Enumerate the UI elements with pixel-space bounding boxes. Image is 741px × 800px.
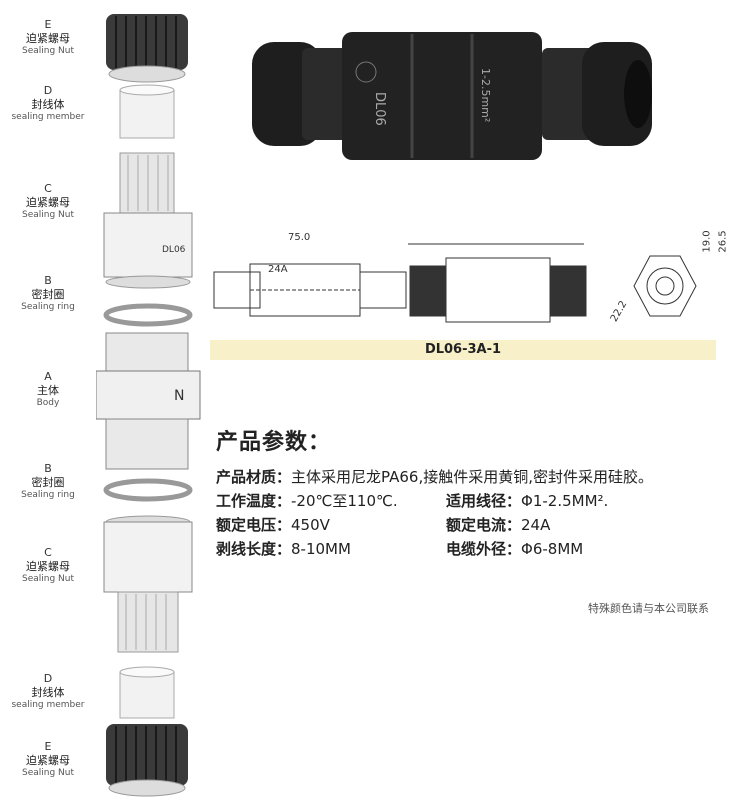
spec-strip: 剥线长度：8-10MM — [216, 538, 351, 559]
label-part-b-bottom: B 密封圈 Sealing ring — [0, 462, 96, 501]
part-name-zh: 迫紧螺母 — [26, 753, 70, 767]
spec-strip-label: 剥线长度： — [216, 540, 292, 558]
spec-wire: 适用线径：Φ1-2.5MM². — [446, 490, 608, 511]
part-name-zh: 密封圈 — [31, 475, 65, 489]
spec-material-value: 主体采用尼龙PA66,接触件采用黄铜,密封件采用硅胶。 — [291, 468, 653, 486]
label-part-c-top: C 迫紧螺母 Sealing Nut — [0, 182, 96, 221]
label-part-e-top: E 迫紧螺母 Sealing Nut — [0, 18, 96, 57]
label-part-d-bottom: D 封线体 sealing member — [0, 672, 96, 711]
label-part-b-top: B 密封圈 Sealing ring — [0, 274, 96, 313]
sealing-nut-c-bottom — [103, 515, 193, 653]
part-name-en: Sealing ring — [21, 489, 75, 500]
nut-model-marking: DL06 — [162, 245, 186, 255]
part-name-zh: 迫紧螺母 — [26, 559, 70, 573]
spec-voltage-value: 450V — [291, 516, 330, 534]
spec-material-label: 产品材质： — [216, 468, 292, 486]
sealing-nut-c-top: DL06 — [103, 152, 193, 289]
sealing-member-bottom — [119, 666, 175, 719]
spec-temp: 工作温度：-20℃至110℃. — [216, 490, 398, 511]
sealing-member-top — [119, 84, 175, 139]
spec-wire-value: Φ1-2.5MM². — [521, 492, 609, 510]
part-name-zh: 封线体 — [31, 97, 65, 111]
part-letter: E — [44, 740, 52, 753]
technical-drawing — [213, 243, 697, 323]
spec-wire-label: 适用线径： — [446, 492, 522, 510]
part-letter: B — [44, 274, 52, 287]
label-part-d-top: D 封线体 sealing member — [0, 84, 96, 123]
sealing-nut-bottom — [106, 724, 188, 797]
part-letter: D — [43, 672, 53, 685]
spec-voltage-label: 额定电压： — [216, 516, 292, 534]
sealing-nut-top — [106, 14, 188, 83]
spec-cable-label: 电缆外径： — [446, 540, 522, 558]
part-name-zh: 封线体 — [31, 685, 65, 699]
photo-spec-marking: 1-2.5mm² — [479, 68, 492, 122]
part-name-en: Sealing Nut — [21, 209, 74, 220]
photo-model-marking: DL06 — [372, 92, 387, 126]
color-note: 特殊颜色请与本公司联系 — [588, 602, 709, 615]
part-name-en: sealing member — [11, 111, 85, 122]
part-name-en: Sealing ring — [21, 301, 75, 312]
exploded-view: DL06 N — [96, 14, 201, 797]
part-letter: B — [44, 462, 52, 475]
spec-voltage: 额定电压：450V — [216, 514, 330, 535]
body-side-marking: N — [174, 388, 184, 404]
spec-current-label: 额定电流： — [446, 516, 522, 534]
body-part: N — [96, 332, 201, 470]
spec-temp-value: -20℃至110℃. — [291, 492, 398, 510]
spec-cable-value: Φ6-8MM — [521, 540, 584, 558]
part-name-zh: 主体 — [37, 383, 59, 397]
spec-temp-label: 工作温度： — [216, 492, 292, 510]
part-letter: A — [44, 370, 52, 383]
spec-strip-value: 8-10MM — [291, 540, 351, 558]
part-name-en: Sealing Nut — [21, 573, 74, 584]
part-name-en: sealing member — [11, 699, 85, 710]
part-name-en: Sealing Nut — [21, 767, 74, 778]
part-name-en: Body — [36, 397, 60, 408]
spec-current: 额定电流：24A — [446, 514, 550, 535]
drawing-tag-current: 24A — [268, 264, 288, 275]
dim-height-2: 26.5 — [717, 230, 729, 253]
sealing-ring-bottom — [103, 478, 193, 502]
product-photo: DL06 1-2.5mm² — [252, 32, 652, 160]
model-label-bar: DL06-3A-1 — [210, 340, 716, 360]
spec-current-value: 24A — [521, 516, 551, 534]
part-name-zh: 密封圈 — [31, 287, 65, 301]
end-view — [633, 255, 697, 317]
dim-height-1: 19.0 — [701, 230, 713, 253]
section-title: 产品参数： — [216, 430, 332, 455]
part-name-zh: 迫紧螺母 — [26, 31, 70, 45]
part-letter: C — [44, 182, 52, 195]
label-part-c-bottom: C 迫紧螺母 Sealing Nut — [0, 546, 96, 585]
side-view — [408, 243, 587, 323]
section-view — [213, 263, 407, 317]
part-name-en: Sealing Nut — [21, 45, 74, 56]
label-part-e-bottom: E 迫紧螺母 Sealing Nut — [0, 740, 96, 779]
part-letter: E — [44, 18, 52, 31]
label-part-a: A 主体 Body — [0, 370, 96, 409]
part-letter: D — [43, 84, 53, 97]
spec-cable: 电缆外径：Φ6-8MM — [446, 538, 583, 559]
part-name-zh: 迫紧螺母 — [26, 195, 70, 209]
dim-length: 75.0 — [288, 232, 311, 243]
sealing-ring-top — [103, 303, 193, 327]
part-letter: C — [44, 546, 52, 559]
spec-material: 产品材质：主体采用尼龙PA66,接触件采用黄铜,密封件采用硅胶。 — [216, 466, 653, 487]
